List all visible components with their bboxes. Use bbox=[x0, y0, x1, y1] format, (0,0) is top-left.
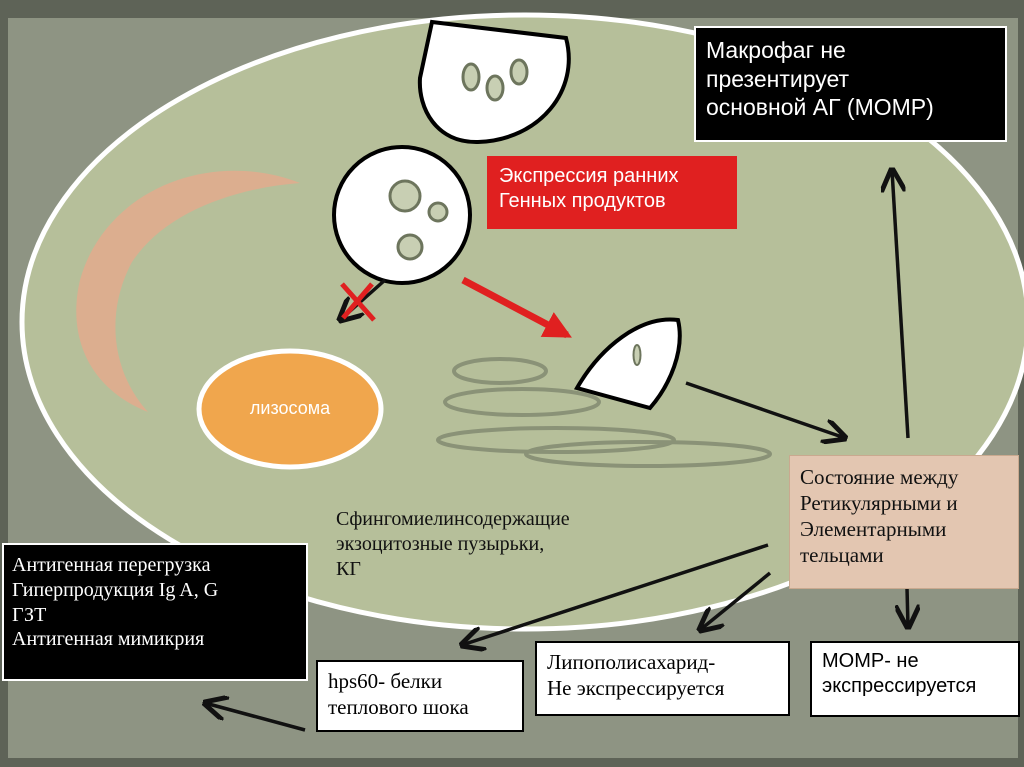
inclusion-middle-bodies bbox=[388, 179, 449, 261]
vesicles-line-2: экзоцитозные пузырьки, bbox=[336, 532, 545, 555]
hps-line-2: теплового шока bbox=[328, 695, 469, 720]
antigen-line-1: Антигенная перегрузка bbox=[12, 554, 211, 576]
vesicles-line-3: КГ bbox=[336, 557, 361, 580]
lysosome bbox=[196, 348, 384, 470]
crescent-organelle bbox=[76, 170, 301, 412]
state-box: Состояние между Ретикулярными и Элемента… bbox=[789, 455, 1019, 589]
arrow-to-antigen bbox=[205, 703, 306, 732]
momp-box: MOMP- не экспрессируется bbox=[810, 641, 1020, 717]
state-line-4: тельцами bbox=[800, 543, 884, 568]
inclusion-small bbox=[573, 317, 682, 411]
macrophage-line-2: презентирует bbox=[706, 65, 850, 92]
hps-box: hps60- белки теплового шока bbox=[316, 660, 524, 732]
lps-line-1: Липополисахарид- bbox=[547, 650, 716, 674]
vesicles-line-1: Сфингомиелинсодержащие bbox=[336, 508, 570, 530]
expression-line-2: Генных продуктов bbox=[499, 189, 666, 212]
expression-box: Экспрессия ранних Генных продуктов bbox=[487, 156, 737, 229]
momp-line-1: MOMP- не bbox=[822, 650, 919, 672]
inclusion-top-bodies bbox=[461, 58, 529, 102]
state-line-1: Состояние между bbox=[800, 465, 959, 489]
state-line-3: Элементарными bbox=[800, 517, 947, 542]
expression-line-1: Экспрессия ранних bbox=[499, 165, 679, 187]
arrow-to-momp bbox=[907, 587, 908, 627]
macrophage-line-1: Макрофаг не bbox=[706, 37, 846, 63]
antigen-line-4: Антигенная мимикрия bbox=[12, 628, 205, 651]
golgi-stack bbox=[436, 357, 772, 468]
antigen-line-2: Гиперпродукция Ig A, G bbox=[12, 578, 219, 601]
x-cross-icon bbox=[340, 282, 376, 322]
arrow-red bbox=[461, 276, 572, 339]
arrow-to-hps bbox=[462, 543, 769, 645]
hps-line-1: hps60- белки bbox=[328, 669, 443, 693]
state-line-2: Ретикулярными и bbox=[800, 491, 958, 516]
arrow-to-macrophage bbox=[892, 170, 910, 439]
macrophage-line-3: основной АГ (MOMP) bbox=[706, 94, 934, 121]
vesicles-label: Сфингомиелинсодержащие экзоцитозные пузы… bbox=[336, 507, 676, 581]
arrow-to-lps bbox=[700, 571, 772, 630]
antigen-line-3: ГЗТ bbox=[12, 603, 47, 626]
inclusion-small-body bbox=[632, 344, 642, 366]
lps-box: Липополисахарид- Не экспрессируется bbox=[535, 641, 790, 716]
arrow-to-state bbox=[685, 381, 845, 438]
macrophage-box: Макрофаг не презентирует основной АГ (MO… bbox=[694, 26, 1007, 142]
lysosome-label: лизосома bbox=[249, 398, 331, 418]
lps-line-2: Не экспрессируется bbox=[547, 676, 725, 701]
inclusion-middle bbox=[332, 145, 472, 285]
antigen-box: Антигенная перегрузка Гиперпродукция Ig … bbox=[2, 543, 308, 681]
cell-body bbox=[19, 12, 1024, 632]
momp-line-2: экспрессируется bbox=[822, 674, 977, 697]
